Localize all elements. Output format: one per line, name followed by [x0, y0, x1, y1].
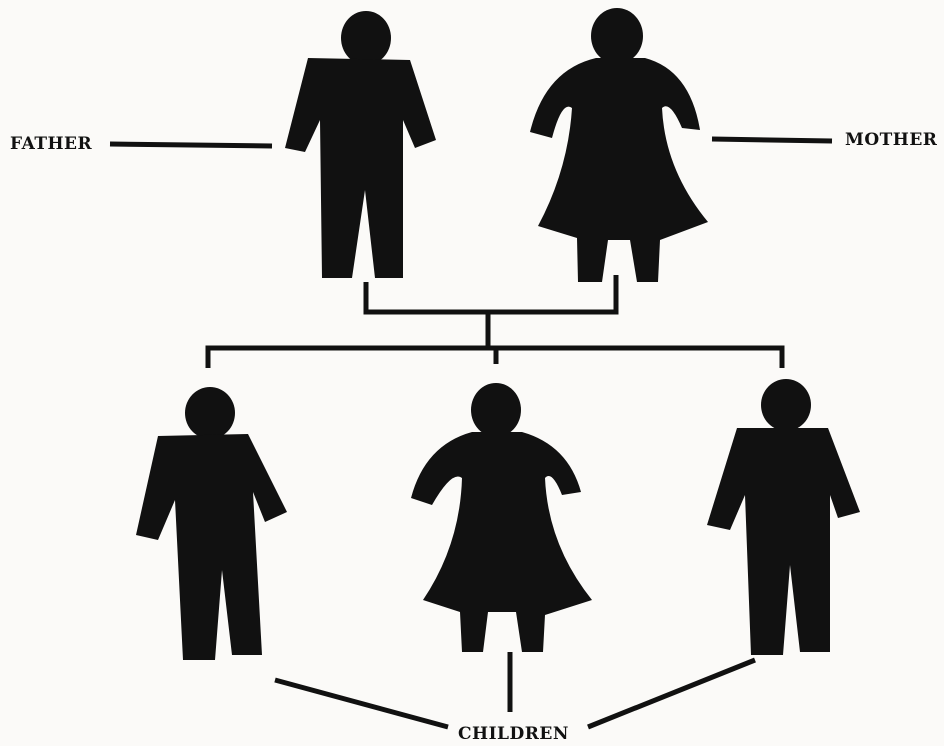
child-figure-1	[136, 387, 287, 660]
father-label: FATHER	[10, 134, 92, 154]
father-figure	[285, 11, 436, 278]
children-label: CHILDREN	[458, 724, 569, 744]
mother-figure	[530, 8, 708, 282]
mother-label: MOTHER	[845, 130, 937, 150]
mother-leader-line	[712, 139, 832, 141]
child-figure-3	[707, 379, 860, 655]
father-leader-line	[110, 144, 272, 146]
child-figure-2	[411, 383, 592, 652]
children-leader-left	[275, 680, 448, 727]
children-leader-right	[588, 660, 755, 727]
